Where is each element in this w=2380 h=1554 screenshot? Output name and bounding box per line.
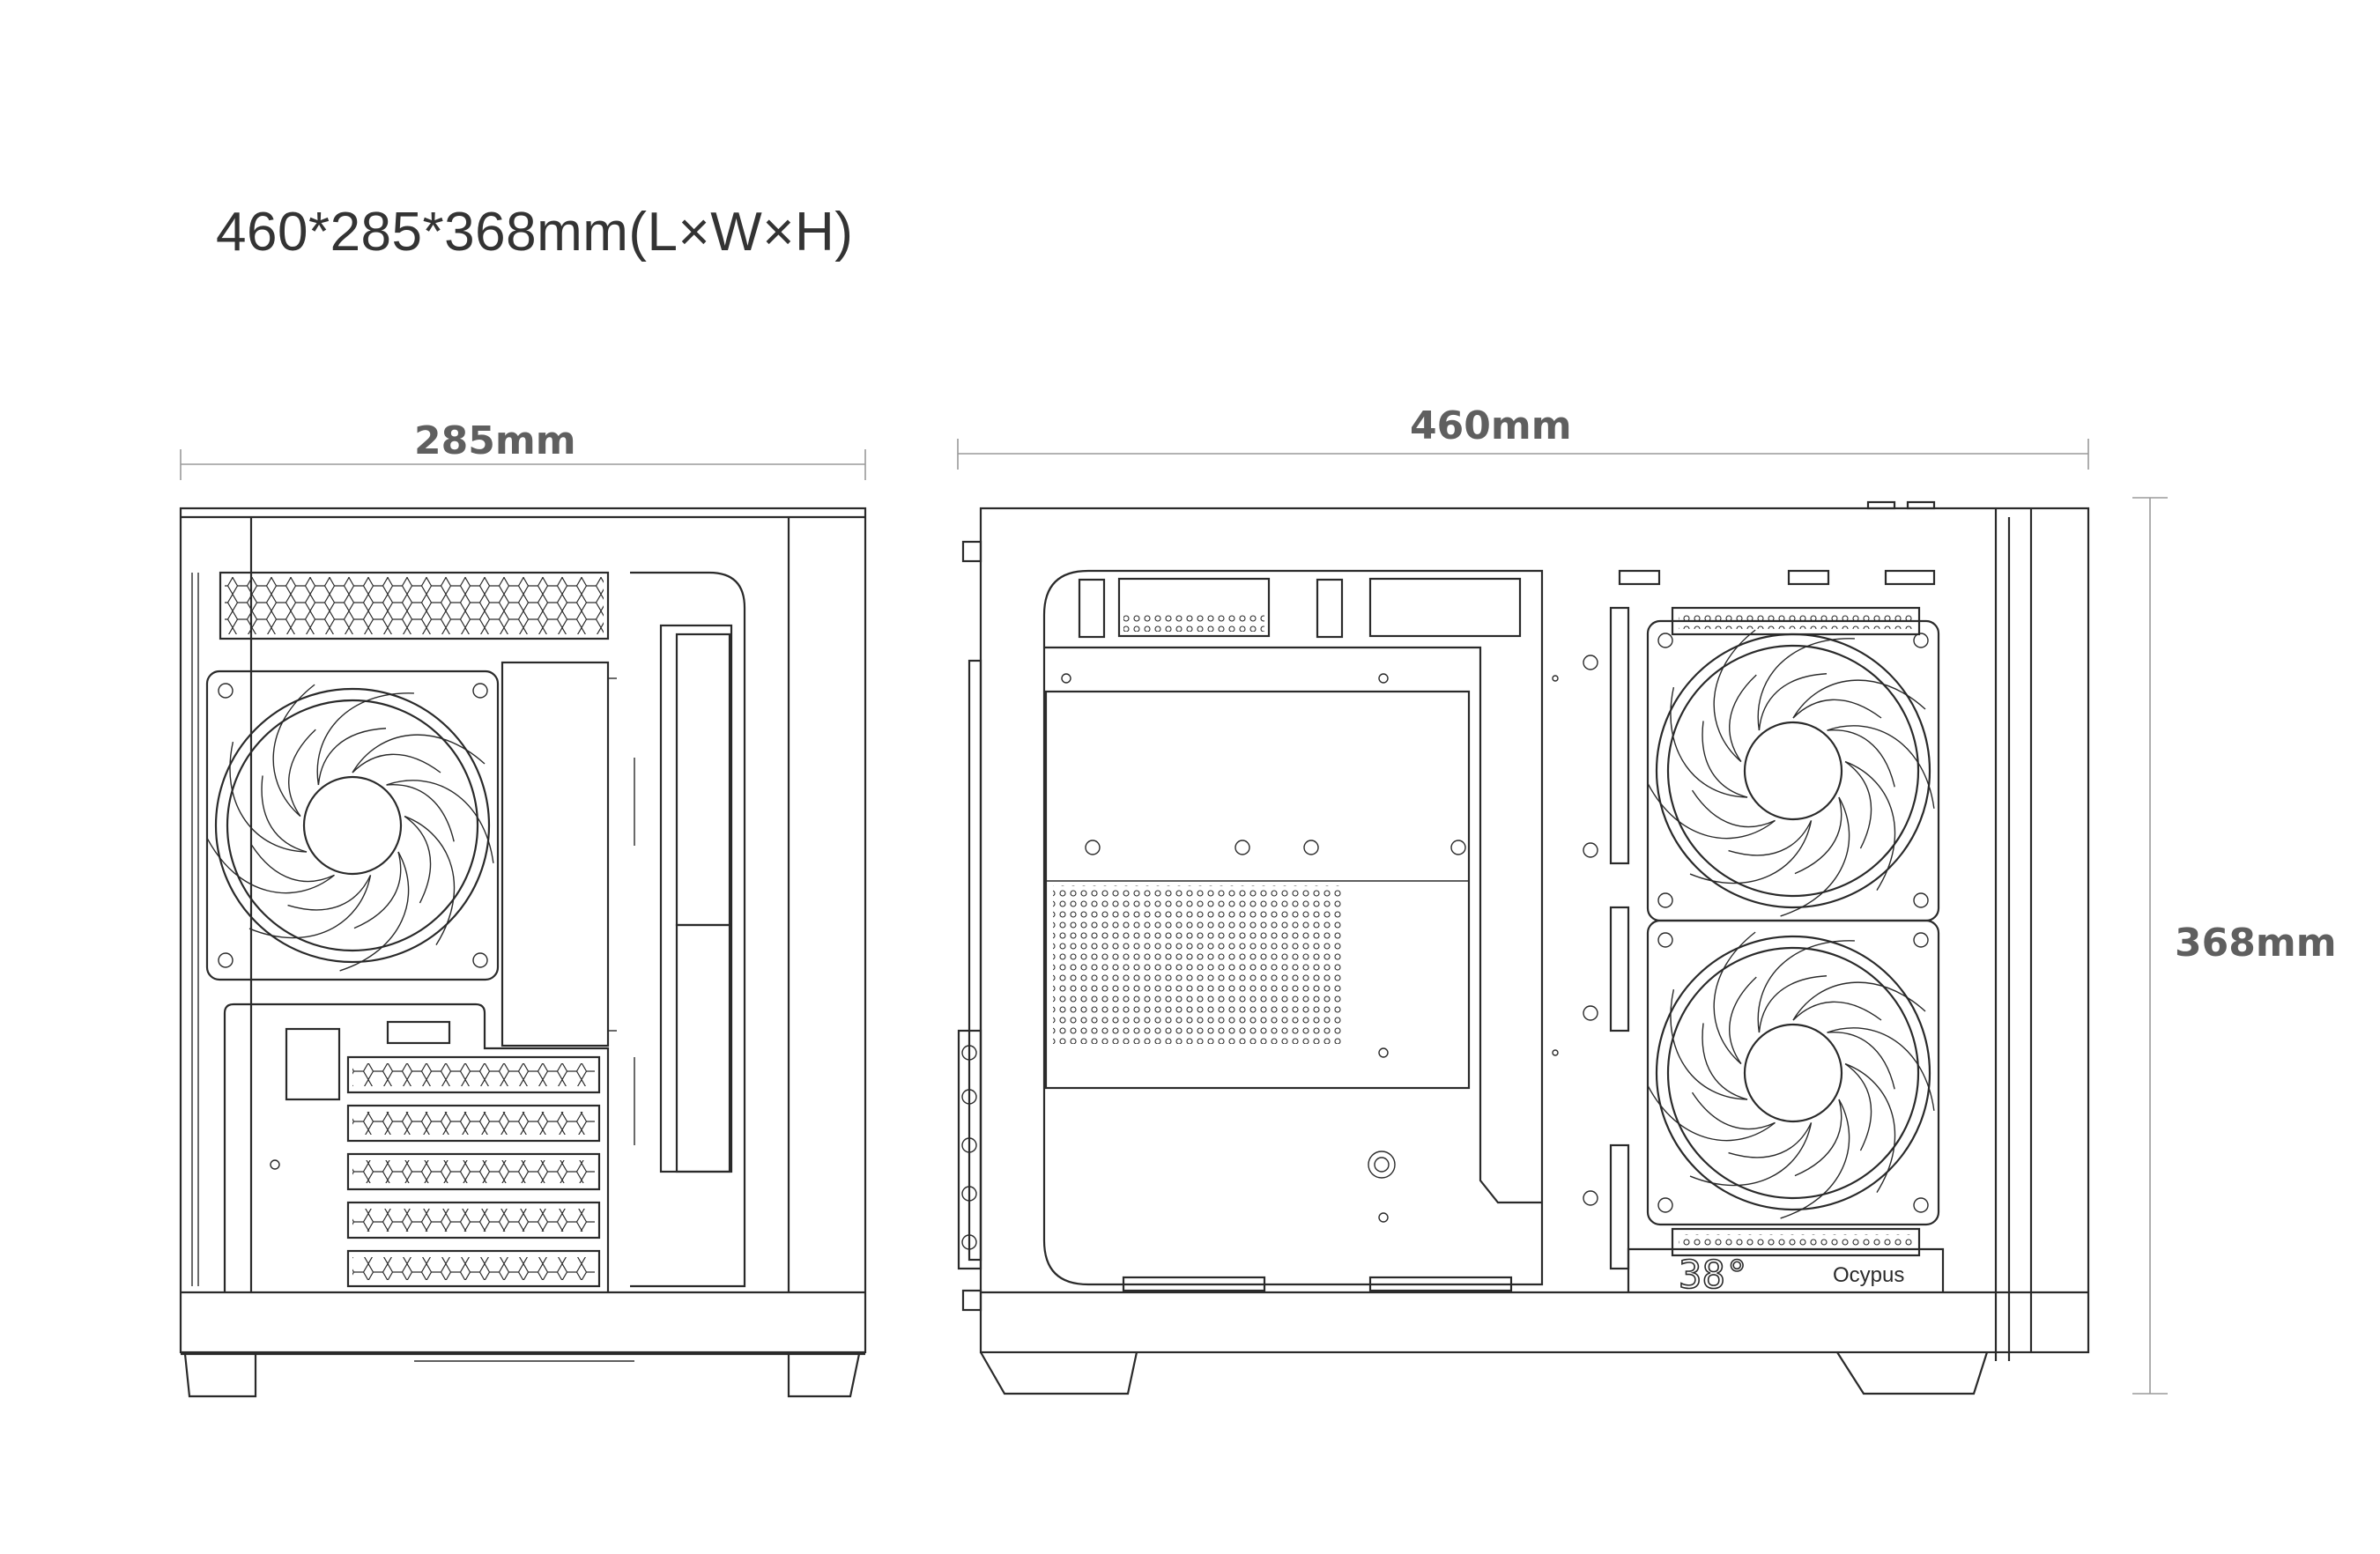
width-dimension-label: 285mm bbox=[414, 418, 576, 463]
front-view bbox=[179, 507, 867, 1398]
brand-logo-text: Ocypus bbox=[1833, 1263, 1904, 1287]
side-fan-top bbox=[1637, 616, 1954, 932]
side-fan-bottom bbox=[1637, 918, 1954, 1234]
page-title: 460*285*368mm(L×W×H) bbox=[216, 202, 854, 263]
front-fan bbox=[196, 670, 513, 987]
side-view: 38° Ocypus bbox=[957, 500, 2090, 1395]
length-dimension-line bbox=[957, 439, 2089, 470]
height-dimension-label: 368mm bbox=[2175, 921, 2337, 966]
pcie-slots bbox=[346, 1055, 601, 1288]
height-dimension-line bbox=[2132, 497, 2168, 1395]
length-dimension-label: 460mm bbox=[1410, 403, 1572, 448]
width-dimension-line bbox=[180, 449, 866, 480]
temperature-display: 38° bbox=[1679, 1253, 1748, 1298]
